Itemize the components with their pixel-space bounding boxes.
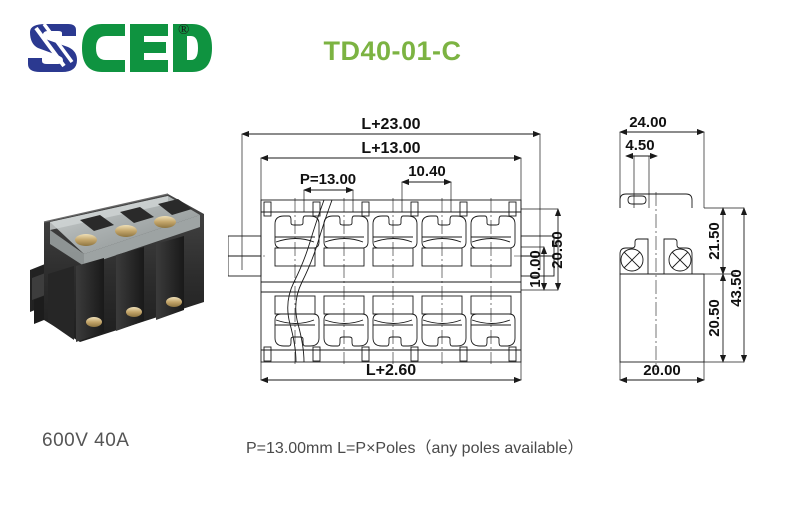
rating-note: 600V 40A <box>42 430 130 451</box>
front-center-lines <box>228 198 558 364</box>
page-title: TD40-01-C <box>323 36 462 66</box>
registered-trademark-icon: ® <box>178 22 190 38</box>
photo-top-screws <box>75 216 176 246</box>
technical-drawing: L+23.00 L+13.00 P=13.00 10.40 L+2.60 20.… <box>228 112 785 402</box>
photo-bottom-screws <box>86 297 182 327</box>
logo-letter-e-shape <box>130 24 168 72</box>
label-4-50: 4.50 <box>625 137 654 154</box>
break-line <box>287 199 333 363</box>
label-pitch: P=13.00 <box>300 171 356 188</box>
label-20-50-front: 20.50 <box>549 231 566 269</box>
label-bottom: L+2.60 <box>366 362 416 379</box>
front-body-outline <box>228 199 555 363</box>
logo-letter-d-shape <box>173 24 212 72</box>
front-bottom-terminals <box>274 295 516 347</box>
logo-graphic <box>28 22 212 72</box>
label-second-top: L+13.00 <box>361 140 420 157</box>
sced-logo <box>24 22 214 74</box>
label-21-50: 21.50 <box>706 222 723 260</box>
product-photo <box>28 182 208 372</box>
pitch-note: P=13.00mm L=P×Poles（any poles available） <box>246 440 584 457</box>
product-photo-graphic <box>30 193 204 342</box>
label-10-40: 10.40 <box>408 163 446 180</box>
side-body-outline <box>619 193 705 363</box>
page-header: ® TD40-01-C <box>0 0 785 95</box>
label-24-00: 24.00 <box>629 114 667 131</box>
logo-letter-c-shape <box>82 24 125 72</box>
side-witness-lines <box>619 132 744 380</box>
front-bottom-fins <box>263 346 517 362</box>
front-top-fins <box>263 201 517 217</box>
photo-edge-highlight <box>43 193 169 223</box>
drawing-graphic: L+23.00 L+13.00 P=13.00 10.40 L+2.60 20.… <box>228 114 748 384</box>
front-top-terminals <box>274 215 516 267</box>
logo-letter-s-shape <box>28 22 77 72</box>
label-overall-top: L+23.00 <box>361 116 420 133</box>
label-43-50: 43.50 <box>728 269 745 307</box>
label-20-00: 20.00 <box>643 362 681 379</box>
photo-top-barriers <box>80 199 192 231</box>
label-10-00-front: 10.00 <box>527 250 544 288</box>
label-20-50-side: 20.50 <box>706 299 723 337</box>
